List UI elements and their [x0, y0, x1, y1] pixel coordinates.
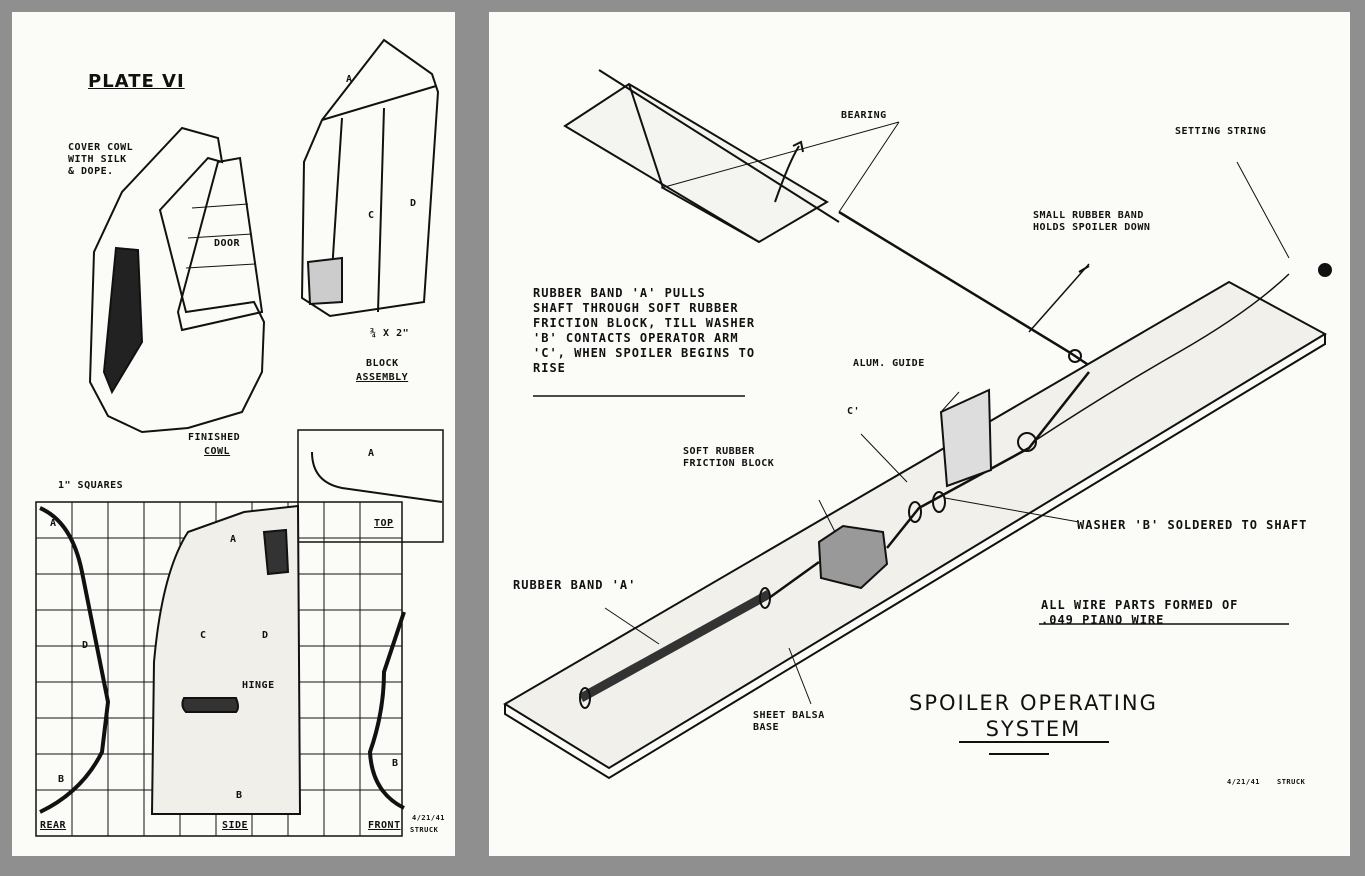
spoiler-drawings [503, 69, 1332, 780]
spoiler-operating-sheet: BEARING SETTING STRING SMALL RUBBER BAND… [489, 12, 1350, 856]
right-signature: STRUCK [1277, 778, 1306, 786]
assembly-label: ASSEMBLY [356, 372, 409, 383]
letter-a-top: A [368, 448, 375, 459]
letter-b-side: B [236, 790, 243, 801]
view-front: FRONT [368, 820, 401, 831]
letter-b-front: B [392, 758, 399, 769]
setting-string [1032, 273, 1290, 443]
block-assembly [300, 38, 440, 318]
view-side: SIDE [222, 820, 249, 831]
squares-label: 1" SQUARES [58, 480, 124, 491]
spoiler-panel [563, 82, 829, 244]
spoiler-shaft [838, 210, 1100, 374]
letter-a-side: A [230, 534, 237, 545]
block-dimension: ¾ X 2" [370, 328, 410, 339]
cowl-label: COWL [204, 446, 231, 457]
letter-a-block: A [346, 74, 353, 85]
view-top: TOP [374, 518, 394, 529]
setting-string-label: SETTING STRING [1175, 126, 1267, 137]
sheet-balsa-label: SHEET BALSA BASE [753, 710, 825, 733]
c-prime-label: C' [847, 406, 861, 417]
rubber-band-a [578, 590, 772, 702]
small-band-label: SMALL RUBBER BAND HOLDS SPOILER DOWN [1033, 210, 1151, 233]
alum-guide-label: ALUM. GUIDE [853, 358, 925, 369]
letter-d-rear: D [82, 640, 89, 651]
cover-note: COVER COWL WITH SILK & DOPE. [68, 142, 134, 177]
rubber-band-a-label: RUBBER BAND 'A' [513, 578, 637, 592]
cowl-outline [88, 126, 266, 434]
washer-label: WASHER 'B' SOLDERED TO SHAFT [1077, 518, 1308, 532]
letter-d-block: D [410, 198, 417, 209]
letter-c-side: C [200, 630, 207, 641]
plate-title: PLATE VI [88, 71, 185, 92]
letter-b-rear: B [58, 774, 65, 785]
diagram-title: SPOILER OPERATING SYSTEM [909, 691, 1158, 741]
soft-rubber-label: SOFT RUBBER FRICTION BLOCK [683, 446, 775, 469]
letter-d-side: D [262, 630, 269, 641]
right-date: 4/21/41 [1227, 778, 1261, 786]
block-label: BLOCK [366, 358, 399, 369]
left-date: 4/21/41 [412, 814, 446, 822]
letter-a-rear: A [50, 518, 57, 529]
hinge-label: HINGE [242, 680, 275, 691]
friction-block [817, 524, 889, 590]
top-view-box [297, 429, 444, 543]
wire-note: ALL WIRE PARTS FORMED OF .049 PIANO WIRE [1041, 598, 1239, 627]
door-label: DOOR [214, 238, 241, 249]
band-note: RUBBER BAND 'A' PULLS SHAFT THROUGH SOFT… [533, 286, 756, 375]
cowl-drawings [35, 38, 444, 837]
letter-c-block: C [368, 210, 375, 221]
left-signature: STRUCK [410, 826, 439, 834]
alum-guide [939, 388, 993, 488]
bearing-label: BEARING [841, 110, 887, 121]
view-rear: REAR [40, 820, 67, 831]
finished-label: FINISHED [188, 432, 241, 443]
squares-grid [35, 501, 403, 837]
plate-vi-sheet: PLATE VI COVER COWL WITH SILK & DOPE. DO… [12, 12, 455, 856]
